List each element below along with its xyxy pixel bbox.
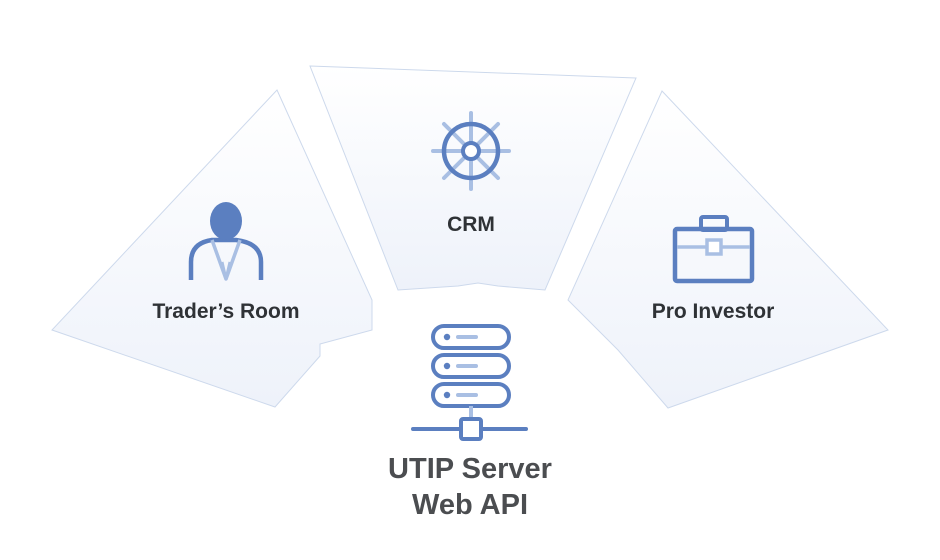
pro-investor-label: Pro Investor: [652, 300, 775, 323]
traders-room-label: Trader’s Room: [152, 300, 299, 323]
user-icon: [188, 202, 264, 281]
utip-server[interactable]: UTIP Server Web API: [388, 324, 552, 521]
server-network-icon: [411, 324, 528, 441]
ship-wheel-icon: [431, 111, 511, 191]
crm-label: CRM: [447, 213, 495, 236]
segment-crm[interactable]: CRM: [309, 65, 637, 291]
segment-pro-investor-shape: [567, 90, 889, 409]
server-title-line1: UTIP Server: [388, 453, 552, 485]
segment-traders-room-shape: [51, 89, 373, 408]
segment-traders-room[interactable]: Trader’s Room: [51, 89, 373, 408]
briefcase-icon: [672, 215, 755, 284]
segment-pro-investor[interactable]: Pro Investor: [567, 90, 889, 409]
server-title-line2: Web API: [412, 489, 528, 521]
